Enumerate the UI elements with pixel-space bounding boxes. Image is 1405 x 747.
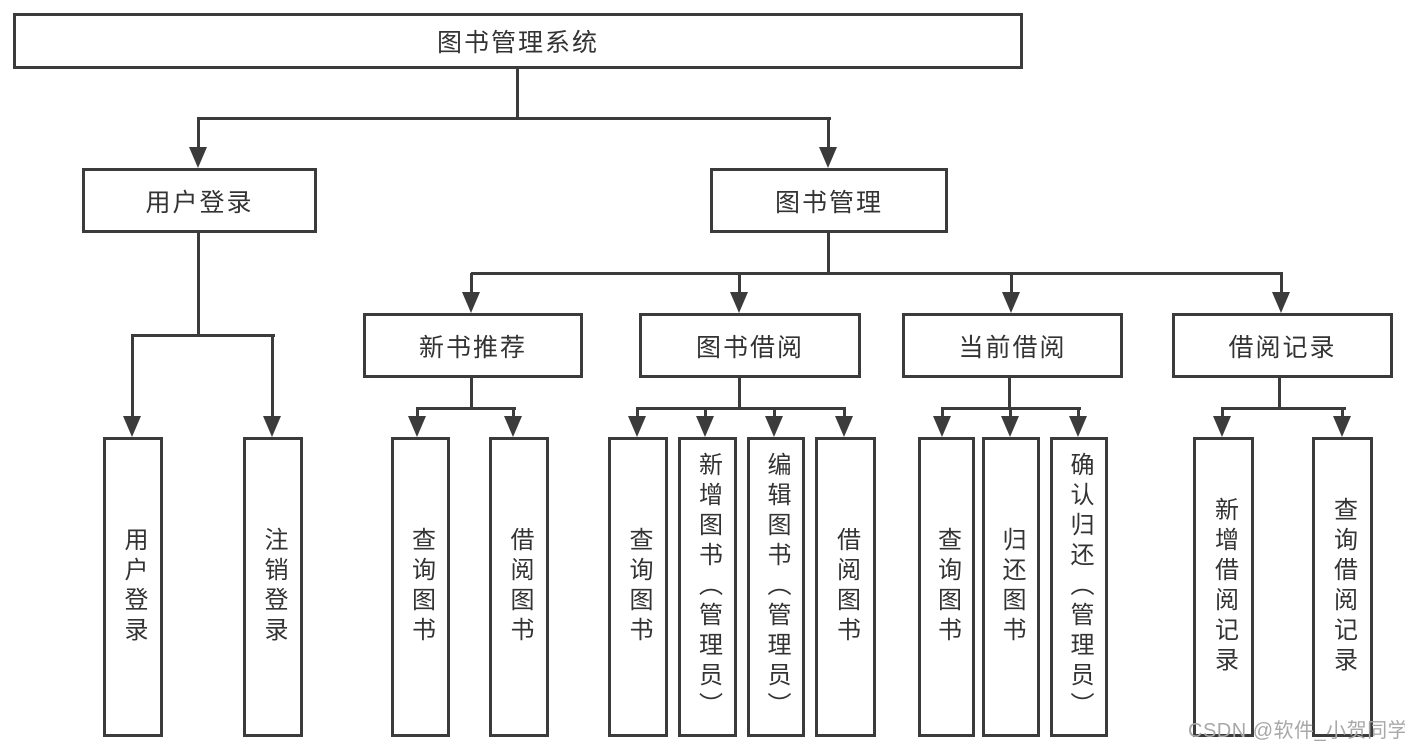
node-new-book-recommend: 新书推荐 <box>363 313 583 378</box>
leaf-logout: 注销登录 <box>243 437 303 737</box>
connector-arrow-down <box>1272 273 1290 313</box>
connector-arrow-down <box>835 408 853 437</box>
node-label: 当前借阅 <box>958 333 1067 362</box>
leaf-borrow-books-borrow: 借阅图书 <box>815 437 876 737</box>
node-label: 新书推荐 <box>418 333 527 362</box>
node-label: 编辑图书（管理员） <box>763 452 790 722</box>
leaf-add-borrow-record: 新增借阅记录 <box>1193 437 1254 737</box>
leaf-user-login: 用户登录 <box>103 437 163 737</box>
node-book-management: 图书管理 <box>710 168 948 233</box>
node-root-system: 图书管理系统 <box>13 13 1023 69</box>
leaf-add-books-admin: 新增图书（管理员） <box>678 437 737 737</box>
connector-arrow-down <box>189 118 207 168</box>
connector-hline <box>471 272 1283 275</box>
node-borrow-record: 借阅记录 <box>1172 313 1393 378</box>
connector-vline <box>197 232 200 337</box>
leaf-edit-books-admin: 编辑图书（管理员） <box>747 437 805 737</box>
connector-arrow-down <box>123 335 141 437</box>
connector-arrow-down <box>765 408 783 437</box>
connector-hline <box>197 117 831 120</box>
connector-vline <box>738 378 741 410</box>
node-label: 借阅图书 <box>506 527 533 647</box>
connector-hline <box>416 407 516 410</box>
connector-arrow-down <box>730 273 748 313</box>
node-label: 图书管理系统 <box>436 29 599 57</box>
connector-arrow-down <box>462 273 480 313</box>
node-label: 图书借阅 <box>695 333 804 362</box>
connector-arrow-down <box>933 408 951 437</box>
connector-arrow-down <box>263 335 281 437</box>
connector-arrow-down <box>504 408 522 437</box>
connector-arrow-down <box>1213 408 1231 437</box>
leaf-borrow-books-newbook: 借阅图书 <box>489 437 549 737</box>
node-label: 用户登录 <box>120 527 147 647</box>
connector-arrow-down <box>696 408 714 437</box>
node-label: 借阅图书 <box>832 527 860 647</box>
leaf-query-borrow-record: 查询借阅记录 <box>1312 437 1373 737</box>
csdn-watermark: CSDN @软件_小贺同学 <box>1188 720 1405 742</box>
connector-vline <box>516 68 519 120</box>
node-user-login: 用户登录 <box>82 168 317 233</box>
node-label: 新增图书（管理员） <box>694 452 722 722</box>
connector-arrow-down <box>1069 408 1087 437</box>
node-label: 新增借阅记录 <box>1210 497 1238 677</box>
connector-vline <box>1278 378 1281 410</box>
node-label: 注销登录 <box>260 527 287 647</box>
node-label: 查询图书 <box>407 527 435 647</box>
node-label: 查询借阅记录 <box>1329 497 1357 677</box>
connector-vline <box>827 232 830 275</box>
leaf-query-books-newbook: 查询图书 <box>391 437 450 737</box>
node-label: 查询图书 <box>625 527 652 647</box>
node-label: 确认归还（管理员） <box>1066 452 1093 722</box>
node-label: 查询图书 <box>933 527 961 647</box>
connector-arrow-down <box>408 408 426 437</box>
connector-arrow-down <box>1333 408 1351 437</box>
connector-arrow-down <box>628 408 646 437</box>
node-label: 借阅记录 <box>1228 333 1337 362</box>
connector-arrow-down <box>1002 273 1020 313</box>
connector-vline <box>1008 378 1011 410</box>
leaf-return-books: 归还图书 <box>982 437 1040 737</box>
node-label: 归还图书 <box>998 527 1025 647</box>
leaf-confirm-return-admin: 确认归还（管理员） <box>1050 437 1108 737</box>
leaf-query-books-current: 查询图书 <box>918 437 975 737</box>
leaf-query-books-borrow: 查询图书 <box>608 437 668 737</box>
connector-hline <box>636 407 846 410</box>
node-label: 用户登录 <box>145 188 254 217</box>
node-label: 图书管理 <box>774 188 883 217</box>
connector-arrow-down <box>1001 408 1019 437</box>
node-current-borrow: 当前借阅 <box>902 313 1123 378</box>
connector-vline <box>470 378 473 410</box>
connector-hline <box>1221 407 1346 410</box>
node-book-borrow: 图书借阅 <box>639 313 861 378</box>
connector-hline <box>131 334 275 337</box>
connector-arrow-down <box>819 118 837 168</box>
